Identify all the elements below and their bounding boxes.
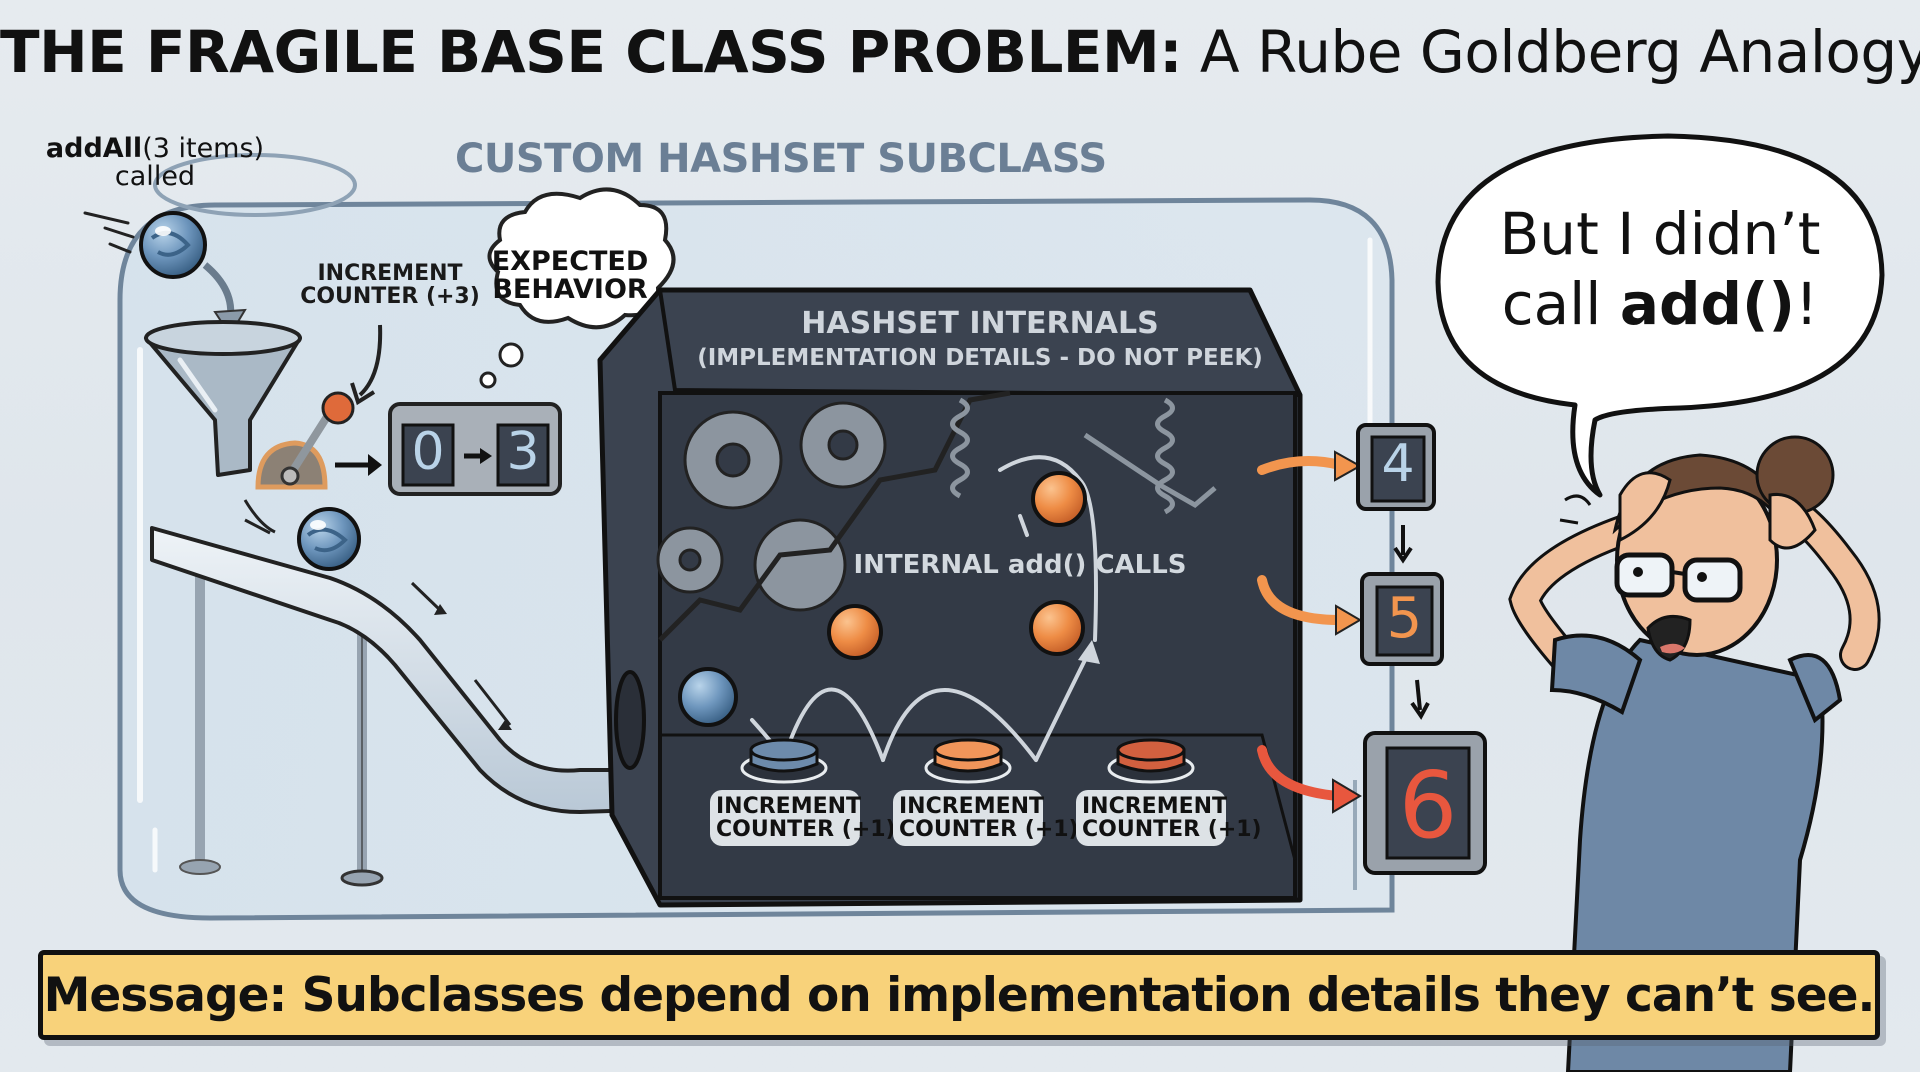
inc3-line2: COUNTER (+3) [300,284,480,310]
inc1-line2: COUNTER (+1) [716,817,896,843]
title-bold: THE FRAGILE BASE CLASS PROBLEM: [0,18,1182,86]
message-banner: Message: Subclasses depend on implementa… [38,950,1880,1040]
inc1-line1: INCREMENT [899,794,1045,819]
internals-subtitle: (IMPLEMENTATION DETAILS - DO NOT PEEK) [697,345,1263,371]
inc1-line2: COUNTER (+1) [1082,817,1262,843]
speech-line1: But I didn’t [1499,200,1821,268]
result-counter-6: 6 [1398,752,1458,859]
result-counter-5: 5 [1386,586,1423,651]
increment-button [740,738,828,784]
title-light: A Rube Goldberg Analogy [1199,18,1920,86]
expected-line2: BEHAVIOR [492,274,648,306]
funnel [144,320,302,477]
addall-call-label: addAll(3 items) called [20,133,290,193]
inc1-line2: COUNTER (+1) [899,817,1079,843]
thought-bubble [479,187,676,389]
addall-args: (3 items) [142,133,265,164]
external-counter [388,402,562,496]
internal-buttons [740,738,1195,784]
increment-button [1107,738,1195,784]
result-counter-4: 4 [1381,434,1415,494]
inc1-line1: INCREMENT [1082,794,1228,819]
expected-behavior-text: EXPECTED BEHAVIOR [490,246,650,306]
result-counters [1356,423,1487,875]
internals-title: HASHSET INTERNALS [801,306,1159,341]
increment-button [924,738,1012,784]
inc3-line1: INCREMENT [317,261,463,286]
speech-plain: call [1501,269,1620,338]
result-arrows [1257,450,1430,814]
counter-to-digit: 3 [506,422,540,482]
page-title: THE FRAGILE BASE CLASS PROBLEM: A Rube G… [0,18,1920,86]
increment-counter-1-label: INCREMENT COUNTER (+1) [710,790,896,847]
addall-suffix: called [114,161,196,193]
increment-counter-3-label: INCREMENT COUNTER (+3) [300,262,480,308]
input-marble [83,211,247,337]
increment-counter-1-label: INCREMENT COUNTER (+1) [1076,790,1262,847]
speech-line2: call add()! [1450,270,1870,340]
addall-method: addAll [45,133,143,164]
lever [255,324,383,490]
counter-from-digit: 0 [411,422,445,482]
subclass-label: CUSTOM HASHSET SUBCLASS [455,136,1107,182]
inc1-line1: INCREMENT [716,794,862,819]
expected-line1: EXPECTED [491,246,649,277]
internal-calls-label: INTERNAL add() CALLS [853,550,1187,580]
increment-counter-1-label: INCREMENT COUNTER (+1) [893,790,1079,847]
speech-bold-add: add() [1619,269,1796,338]
speech-bubble [1435,133,1885,498]
speech-exclaim: ! [1795,269,1819,338]
speech-text: But I didn’t call add()! [1450,200,1870,339]
